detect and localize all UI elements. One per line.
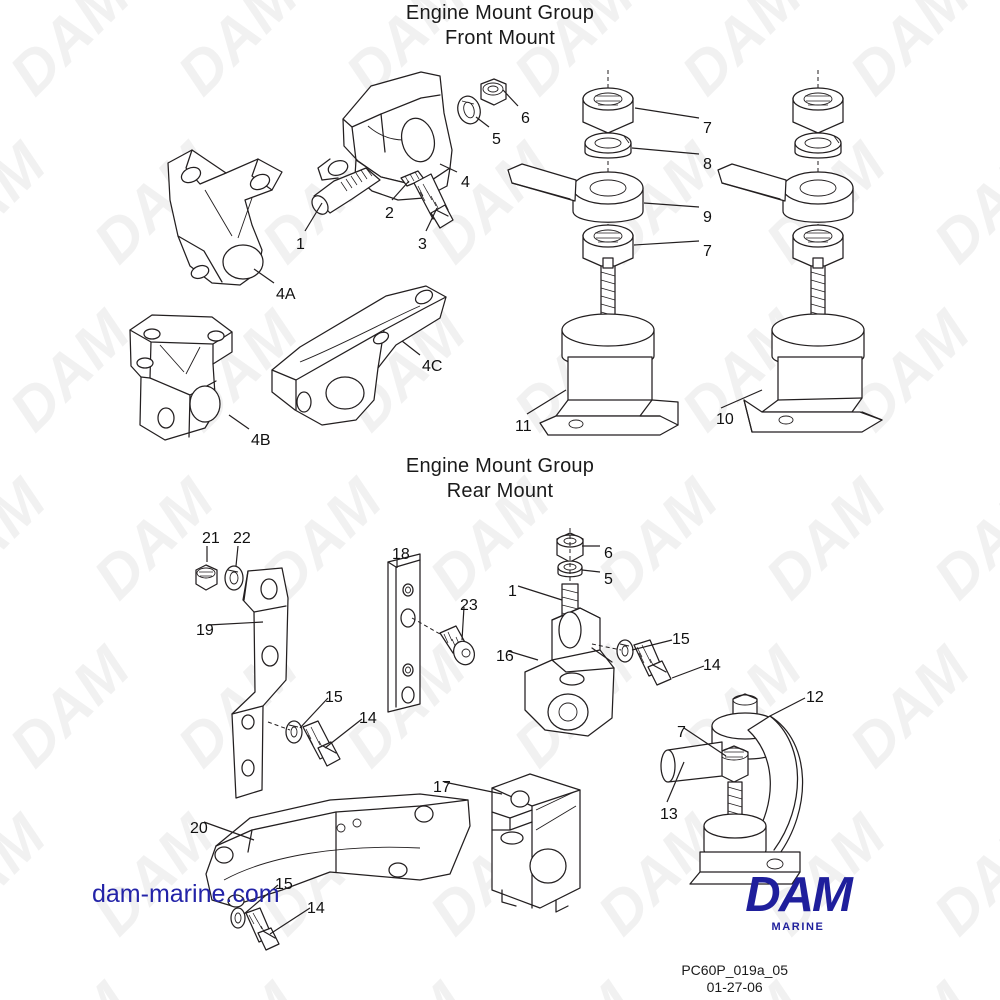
callout-front-5-4: 5 [492, 131, 501, 148]
callout-rear-15-18: 15 [275, 876, 293, 893]
website-text: dam-marine.com [92, 880, 280, 908]
logo-wordmark: DAM [745, 868, 853, 922]
part-4B-bracket [129, 314, 233, 441]
leader-lines-front [228, 89, 763, 430]
callout-front-4C-14: 4C [422, 358, 443, 375]
part-1-threaded-rod [311, 167, 381, 215]
front-mount-title-line2: Front Mount [444, 27, 556, 49]
callout-rear-14-19: 14 [307, 900, 325, 917]
drawing-number: PC60P_019a_05 [681, 962, 788, 978]
callout-front-3-2: 3 [418, 236, 427, 253]
callout-rear-12-13: 12 [806, 689, 824, 706]
callout-rear-14-12: 14 [703, 657, 721, 674]
callout-front-4B-13: 4B [251, 432, 271, 449]
dam-marine-logo: DAM MARINE [712, 868, 884, 934]
callout-rear-15-3: 15 [325, 689, 343, 706]
part-17-block [491, 773, 581, 913]
drawing-date: 01-27-06 [706, 979, 763, 995]
part-3-hex-bolt [413, 173, 454, 229]
right-exploded-mount-stack [717, 70, 883, 433]
callout-front-6-5: 6 [521, 110, 530, 127]
callout-rear-19-2: 19 [196, 622, 214, 639]
callout-front-1-0: 1 [296, 236, 305, 253]
part-4A-bracket [167, 149, 283, 286]
callout-rear-20-17: 20 [190, 820, 208, 837]
callout-rear-21-0: 21 [202, 530, 220, 547]
part-12-assembly-group [660, 693, 804, 885]
callout-front-7-6: 7 [703, 120, 712, 137]
callout-rear-23-6: 23 [460, 597, 478, 614]
part-6-hex-nut [480, 78, 507, 106]
left-exploded-mount-stack [507, 70, 679, 436]
callout-rear-14-4: 14 [359, 710, 377, 727]
callout-front-9-8: 9 [703, 209, 712, 226]
part-4C-bracket [271, 285, 447, 426]
rear-mount-title-line1: Engine Mount Group [405, 455, 595, 477]
callout-rear-6-7: 6 [604, 545, 613, 562]
callout-rear-22-1: 22 [233, 530, 251, 547]
rear-mount-title-line2: Rear Mount [446, 480, 554, 502]
callout-front-4-3: 4 [461, 174, 470, 191]
logo-subtitle: MARINE [771, 921, 825, 933]
callout-front-11-11: 11 [515, 418, 532, 435]
callout-rear-5-8: 5 [604, 571, 613, 588]
callout-rear-17-16: 17 [433, 779, 451, 796]
callout-rear-7-14: 7 [677, 724, 686, 741]
callout-front-10-10: 10 [716, 411, 734, 428]
part-16-bracket-group [524, 528, 672, 737]
callout-rear-18-5: 18 [392, 546, 410, 563]
callout-rear-13-15: 13 [660, 806, 678, 823]
drawing-footer: PC60P_019a_05 01-27-06 [681, 962, 788, 996]
callout-front-2-1: 2 [385, 205, 394, 222]
leader-lines-rear [203, 545, 806, 935]
part-5-lock-washer [457, 95, 481, 125]
callout-front-7-9: 7 [703, 243, 712, 260]
callout-front-8-7: 8 [703, 156, 712, 173]
part-19-plate-group [195, 564, 341, 799]
part-18-plate-group [387, 553, 476, 713]
callout-front-4A-12: 4A [276, 286, 296, 303]
part-20-curved-plate [205, 793, 471, 951]
callout-rear-16-10: 16 [496, 648, 514, 665]
front-mount-title-line1: Engine Mount Group [405, 2, 595, 24]
callout-rear-15-11: 15 [672, 631, 690, 648]
callout-rear-1-9: 1 [508, 583, 517, 600]
